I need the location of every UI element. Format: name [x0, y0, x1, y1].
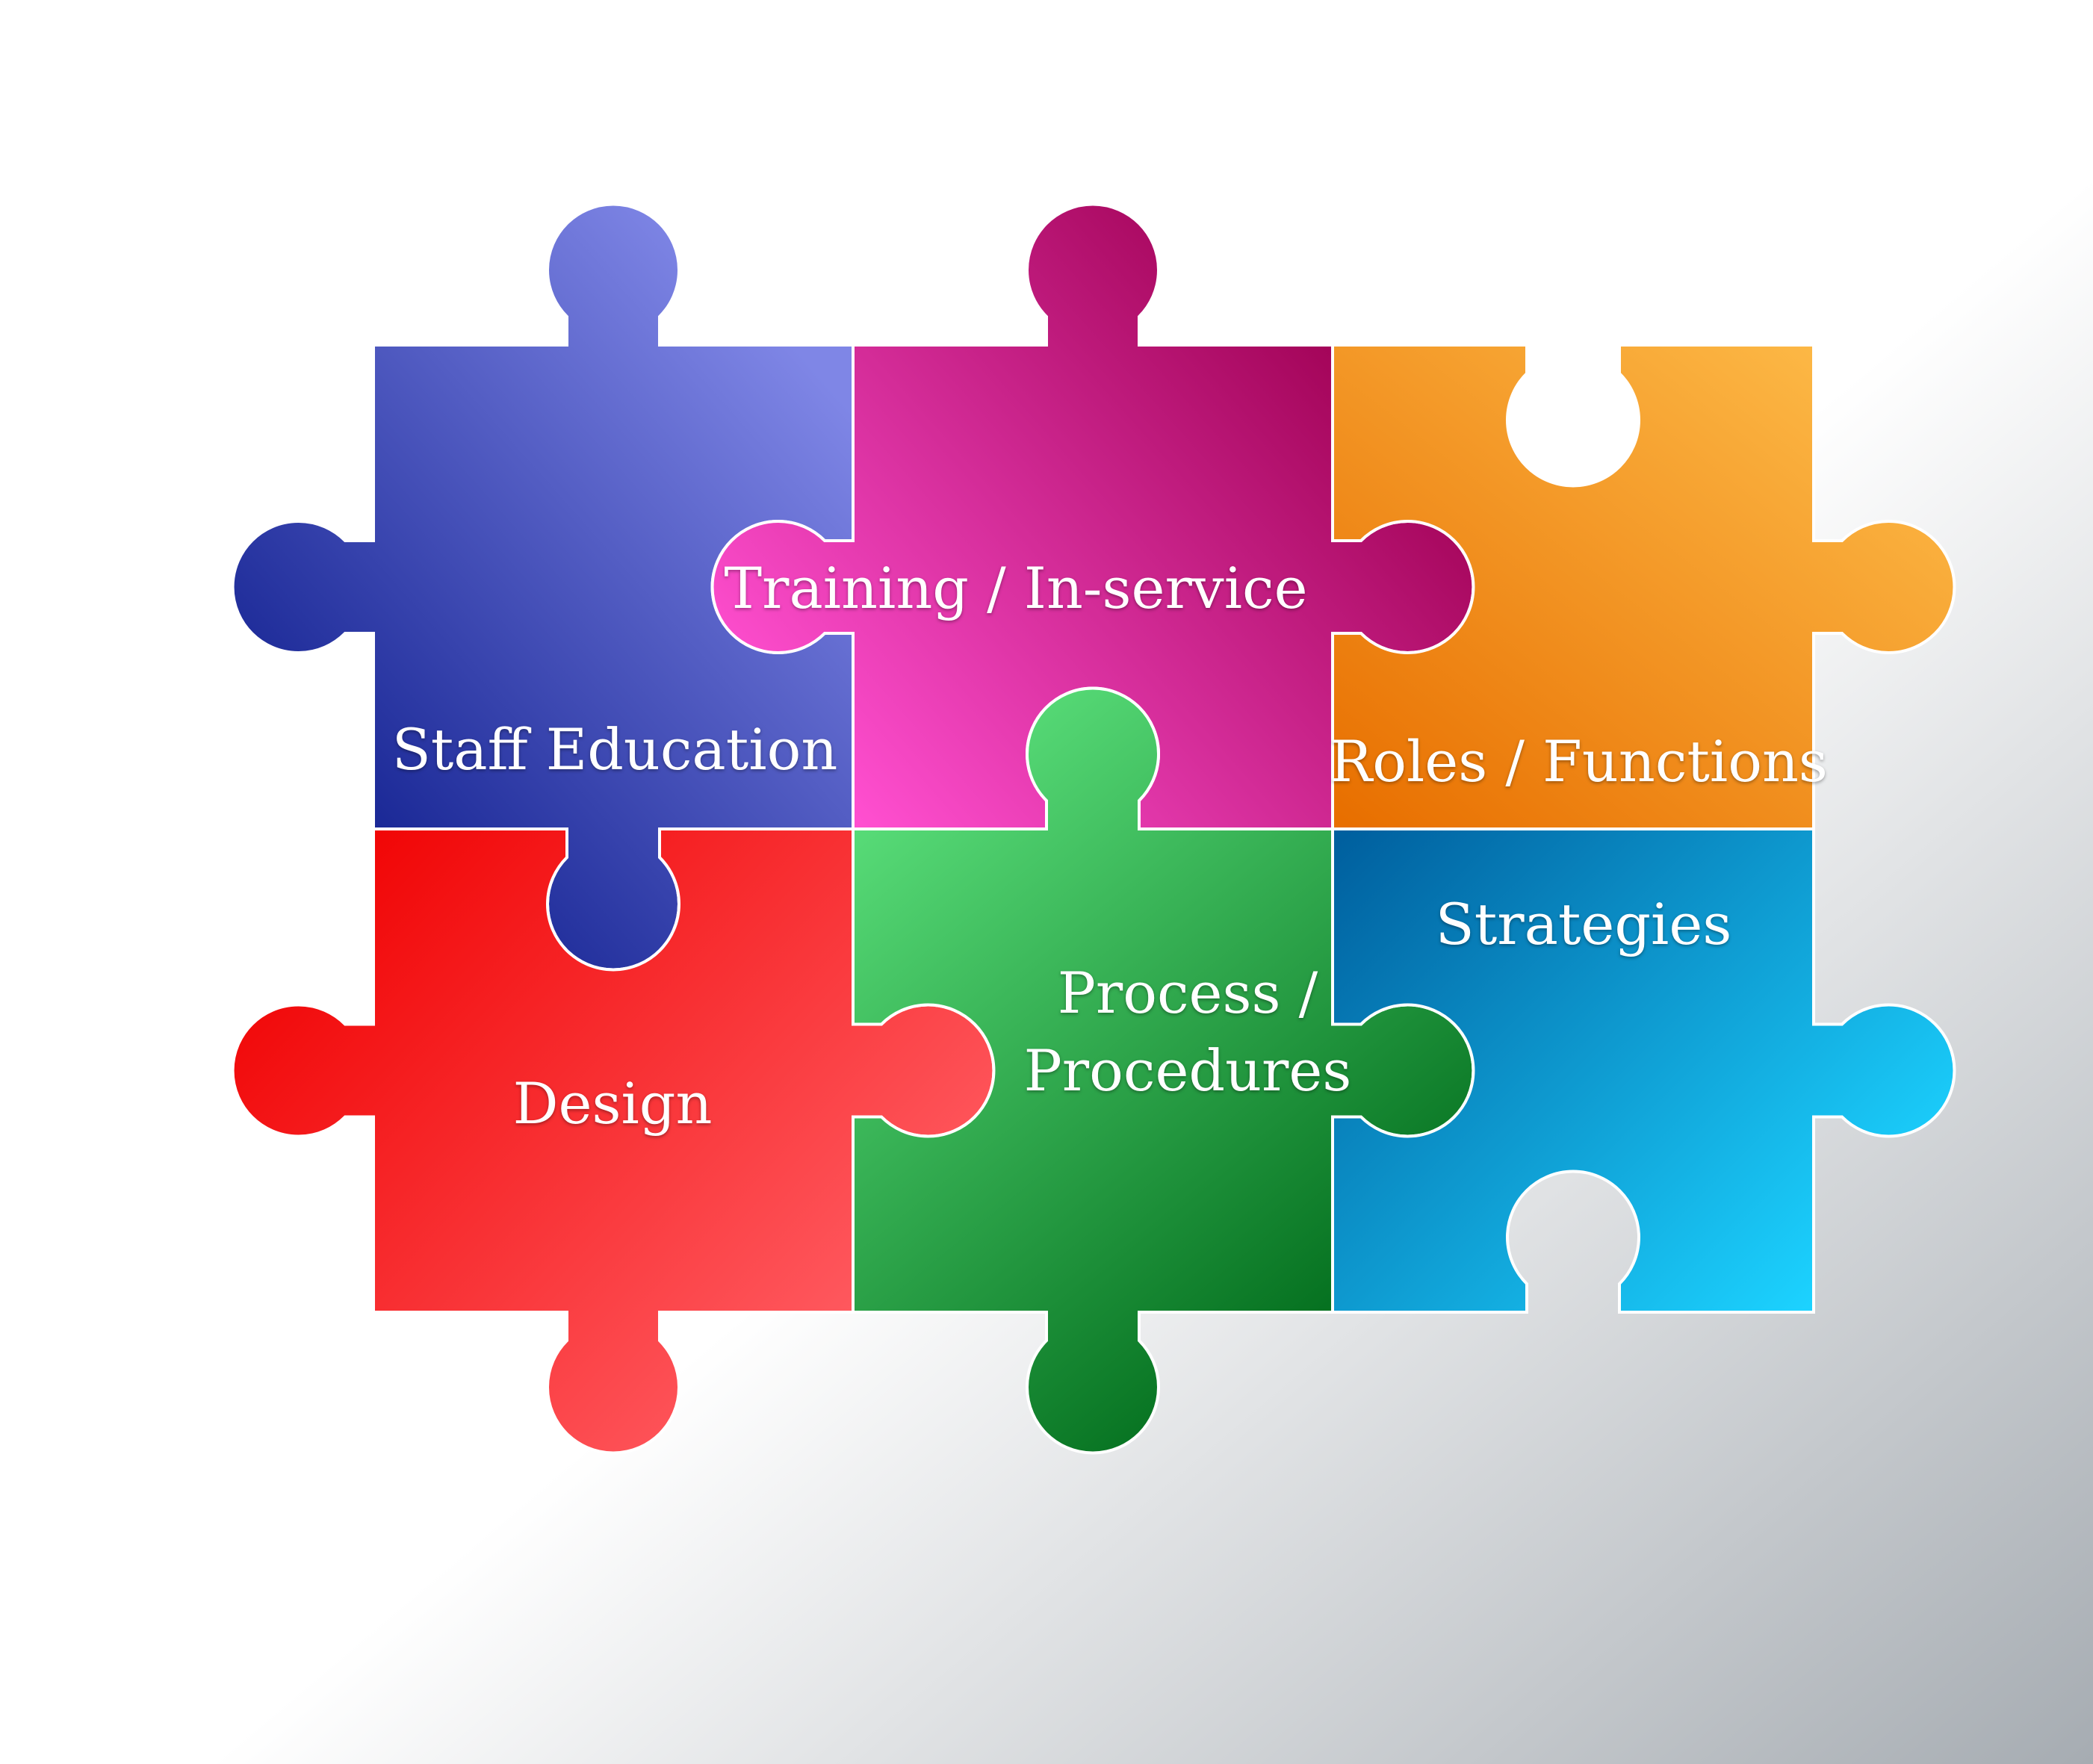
label-strategies: Strategies [1404, 886, 1763, 963]
label-staff-education: Staff Education [387, 711, 843, 789]
puzzle-pieces [231, 202, 1956, 1455]
label-process-line-1: Process / [1057, 960, 1318, 1026]
label-design: Design [463, 1065, 762, 1143]
label-roles: Roles / Functions [1330, 723, 1828, 801]
piece-roles [1331, 344, 1956, 830]
label-process-line-2: Procedures [1023, 1037, 1352, 1104]
label-roles-line: Roles / Functions [1330, 728, 1828, 795]
label-training: Training / In-service [710, 550, 1322, 627]
label-training-line: Training / In-service [724, 555, 1308, 621]
label-process: Process / Procedures [1001, 954, 1374, 1110]
label-staff-education-line: Staff Education [391, 716, 838, 783]
label-strategies-line: Strategies [1435, 891, 1732, 957]
piece-strategies [1331, 827, 1956, 1314]
label-design-line: Design [512, 1070, 713, 1137]
